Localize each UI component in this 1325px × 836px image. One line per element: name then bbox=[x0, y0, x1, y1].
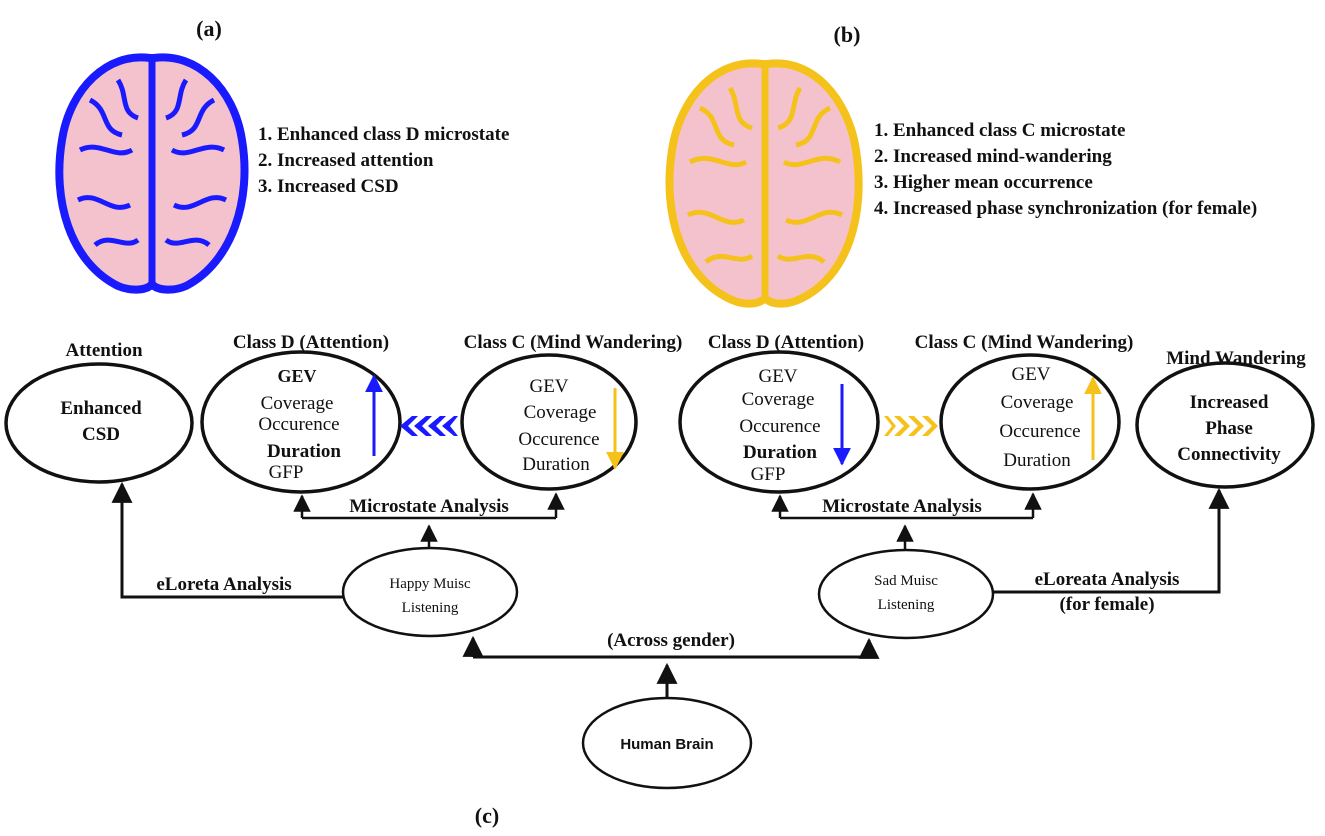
yellow-chevron-right-icon bbox=[884, 416, 938, 436]
happy-music-line-2: Listening bbox=[402, 600, 459, 616]
happy-music-line-1: Happy Muisc bbox=[389, 576, 471, 592]
brain-blue-icon bbox=[55, 53, 249, 294]
sad-music-line-1: Sad Muisc bbox=[874, 573, 938, 589]
panel-a-findings: 1. Enhanced class D microstate 2. Increa… bbox=[258, 124, 509, 197]
left-classC-node bbox=[460, 353, 638, 491]
right-classC-node bbox=[939, 353, 1121, 491]
finding-b-1: 1. Enhanced class C microstate bbox=[874, 120, 1125, 141]
right-classD-node bbox=[678, 350, 880, 494]
sad-music-line-2: Listening bbox=[878, 597, 935, 613]
left-classD-metric-5: GFP bbox=[269, 462, 304, 483]
panel-c-label: (c) bbox=[475, 803, 499, 828]
right-eloreta-connector bbox=[993, 487, 1230, 594]
right-classD-metric-1: GEV bbox=[758, 366, 797, 387]
right-classD-metric-5: GFP bbox=[751, 464, 786, 485]
mw-body-1: Increased bbox=[1190, 392, 1269, 413]
attention-body-2: CSD bbox=[82, 424, 120, 445]
across-gender-label: (Across gender) bbox=[607, 630, 735, 651]
right-classC-metric-3: Occurence bbox=[999, 421, 1080, 442]
left-classC-title: Class C (Mind Wandering) bbox=[464, 332, 683, 353]
mw-body-3: Connectivity bbox=[1177, 444, 1281, 465]
left-classD-metric-1: GEV bbox=[277, 366, 316, 386]
finding-b-2: 2. Increased mind-wandering bbox=[874, 146, 1112, 167]
right-classD-metric-2: Coverage bbox=[742, 389, 815, 410]
left-classD-node bbox=[200, 350, 402, 494]
attention-title: Attention bbox=[65, 340, 142, 361]
attention-body-1: Enhanced bbox=[60, 398, 142, 419]
left-classC-metric-2: Coverage bbox=[524, 402, 597, 423]
panel-b-label: (b) bbox=[834, 22, 861, 47]
right-classD-metric-4: Duration bbox=[743, 442, 817, 463]
mind-wandering-node bbox=[1135, 361, 1315, 489]
left-classD-metric-3: Occurence bbox=[258, 414, 339, 435]
left-classD-metric-2: Coverage bbox=[261, 393, 334, 414]
left-eloreta-connector bbox=[111, 481, 343, 599]
sad-music-node bbox=[817, 548, 995, 640]
left-microstate-bracket bbox=[293, 492, 565, 548]
finding-b-4: 4. Increased phase synchronization (for … bbox=[874, 198, 1257, 219]
left-classC-metric-3: Occurence bbox=[518, 429, 599, 450]
left-eloreta-label: eLoreta Analysis bbox=[156, 574, 291, 595]
right-eloreta-label-2: (for female) bbox=[1059, 594, 1154, 615]
attention-node bbox=[4, 362, 194, 484]
panel-b-findings: 1. Enhanced class C microstate 2. Increa… bbox=[874, 120, 1257, 219]
left-classC-metric-4: Duration bbox=[522, 454, 590, 475]
finding-a-1: 1. Enhanced class D microstate bbox=[258, 124, 509, 145]
right-classC-metric-2: Coverage bbox=[1001, 392, 1074, 413]
right-microstate-bracket bbox=[771, 492, 1042, 552]
panel-a-label: (a) bbox=[196, 16, 222, 41]
right-classD-title: Class D (Attention) bbox=[708, 332, 864, 353]
happy-music-node bbox=[341, 546, 519, 638]
left-classD-metric-4: Duration bbox=[267, 441, 341, 462]
finding-a-2: 2. Increased attention bbox=[258, 150, 434, 171]
right-classC-title: Class C (Mind Wandering) bbox=[915, 332, 1134, 353]
finding-a-3: 3. Increased CSD bbox=[258, 176, 399, 197]
left-classD-title: Class D (Attention) bbox=[233, 332, 389, 353]
across-gender-connector bbox=[462, 635, 880, 698]
right-classC-metric-4: Duration bbox=[1003, 450, 1071, 471]
right-classC-metric-1: GEV bbox=[1011, 364, 1050, 385]
right-microstate-label: Microstate Analysis bbox=[822, 496, 982, 517]
brain-yellow-icon bbox=[665, 59, 863, 308]
blue-chevron-left-icon bbox=[400, 416, 458, 436]
left-microstate-label: Microstate Analysis bbox=[349, 496, 509, 517]
right-classD-metric-3: Occurence bbox=[739, 416, 820, 437]
human-brain-node bbox=[581, 696, 753, 790]
right-eloreta-label-1: eLoreata Analysis bbox=[1035, 569, 1180, 590]
mw-body-2: Phase bbox=[1205, 418, 1253, 439]
finding-b-3: 3. Higher mean occurrence bbox=[874, 172, 1093, 193]
human-brain-label: Human Brain bbox=[620, 736, 713, 753]
left-classC-metric-1: GEV bbox=[529, 376, 568, 397]
